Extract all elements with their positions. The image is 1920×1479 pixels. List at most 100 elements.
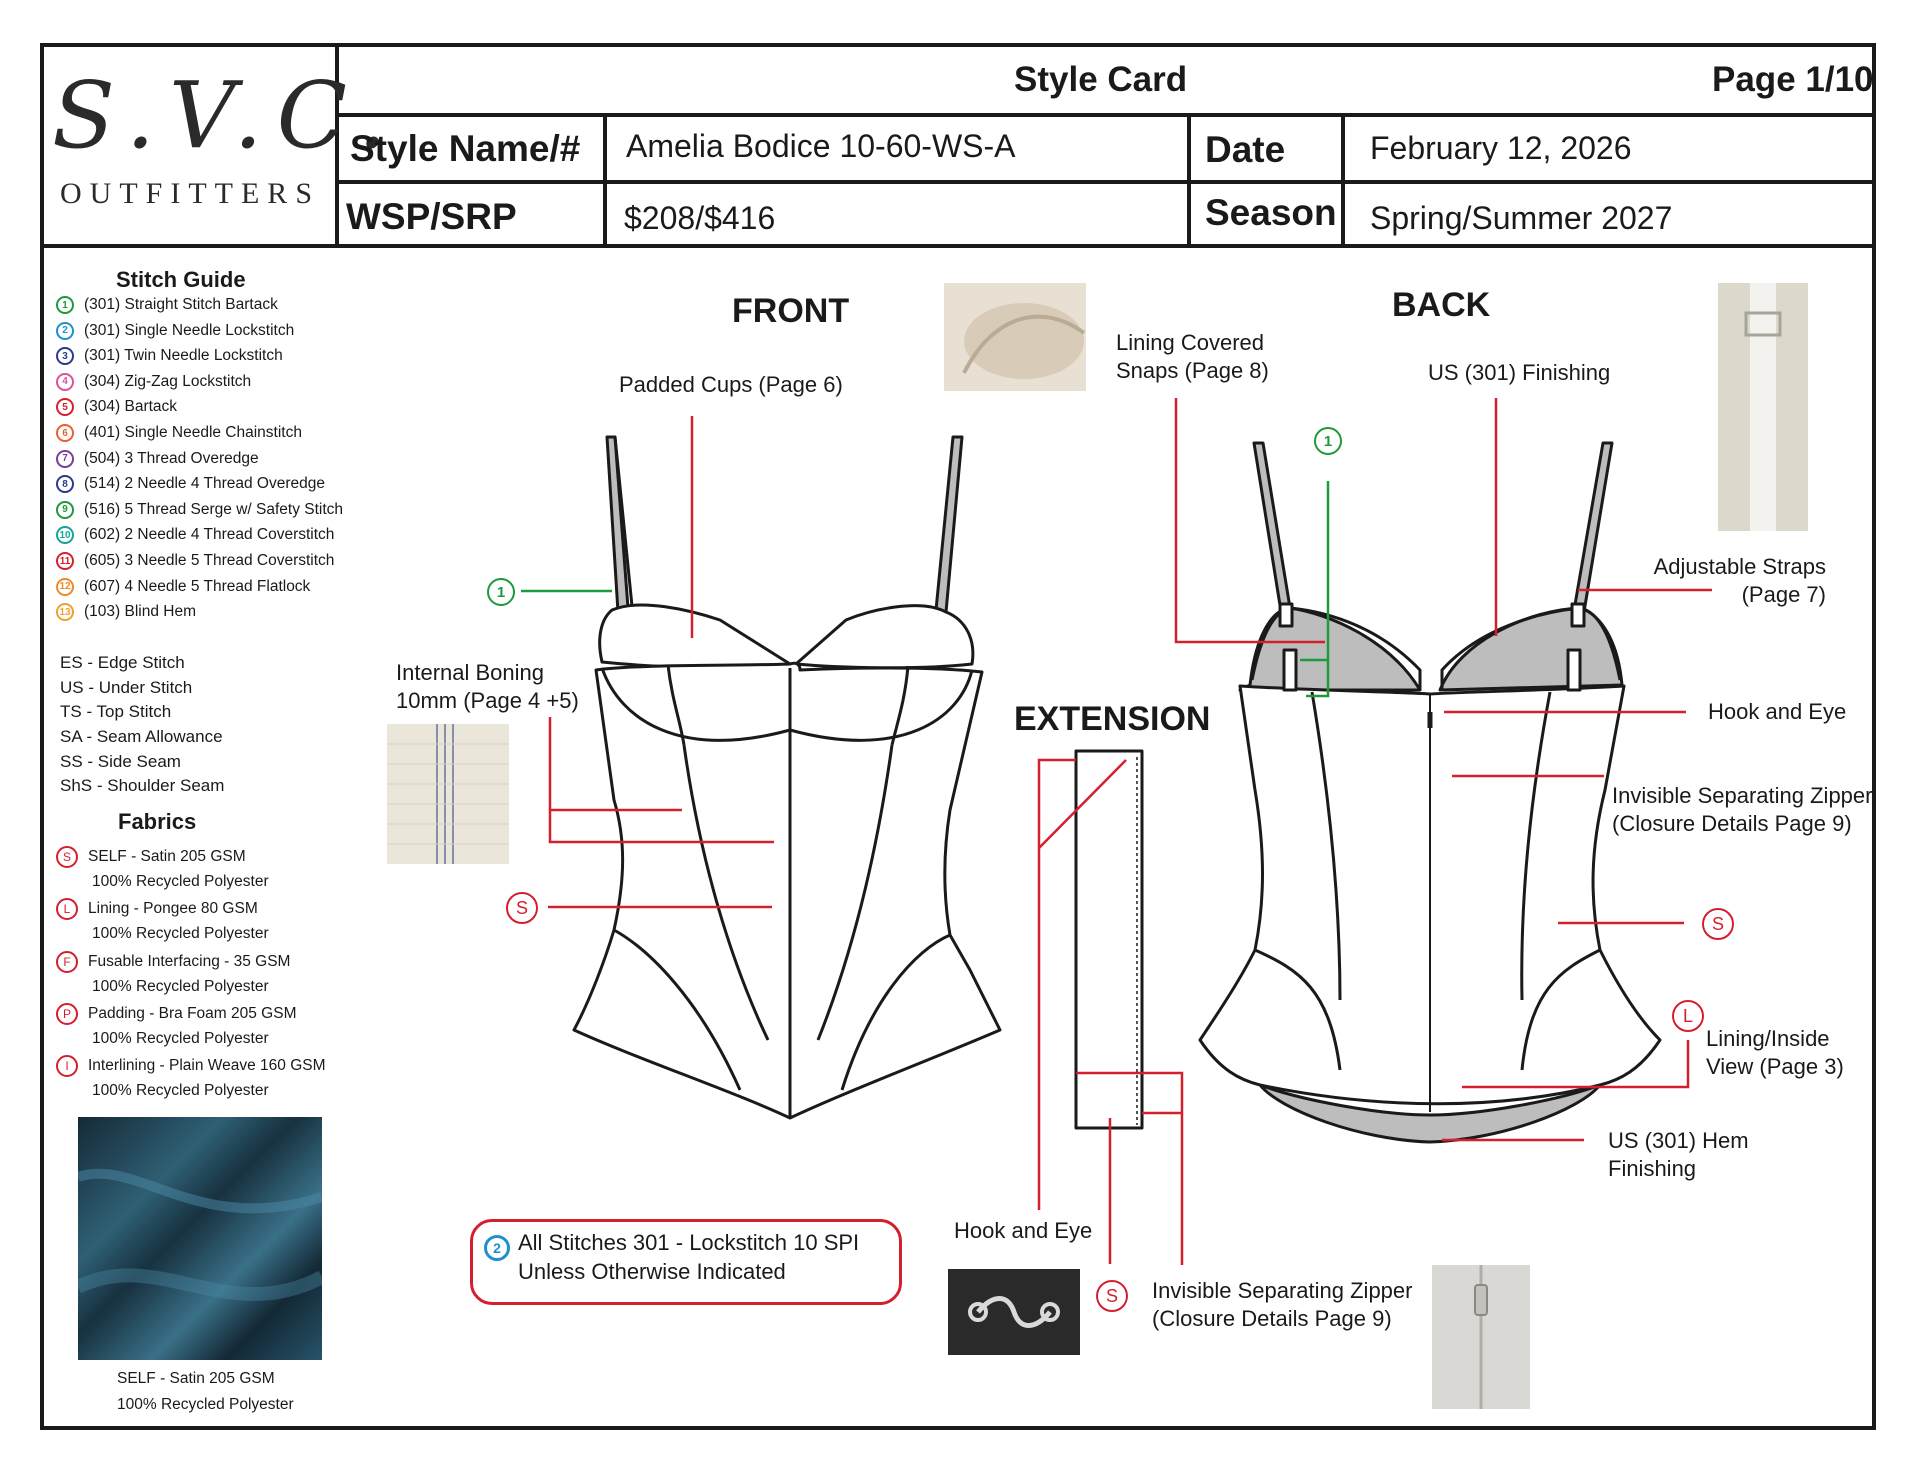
note-stitch-number: 2 [484,1235,510,1261]
price-value: $208/$416 [624,200,776,236]
price-label: WSP/SRP [346,196,517,237]
stitch-number-badge: 13 [56,603,74,622]
fabric-item: P Padding - Bra Foam 205 GSM [56,1002,297,1025]
lining-fabric-badge-back: L [1672,1000,1704,1032]
stitch-label: (605) 3 Needle 5 Thread Coverstitch [84,552,335,569]
callout-internal-boning-line2: 10mm (Page 4 +5) [396,688,579,713]
callout-lining-snaps-line1: Lining Covered [1116,330,1264,355]
fabric-content: 100% Recycled Polyester [92,1029,269,1047]
callout-adjustable-straps-line2: (Page 7) [1741,582,1826,607]
fabric-badge: L [56,898,78,921]
callout-padded-cups: Padded Cups (Page 6) [619,372,843,397]
abbr-es: ES - Edge Stitch [60,653,185,672]
stitch-number-badge: 7 [56,449,74,468]
page-title: Style Card [1014,60,1188,99]
stitch-number-badge: 4 [56,372,74,391]
header-bottom-line [40,244,1876,248]
stitch-label: (514) 2 Needle 4 Thread Overedge [84,475,325,493]
callout-zipper-back-line1: Invisible Separating Zipper [1612,783,1873,808]
satin-swatch-image [78,1117,322,1360]
fabrics-title: Fabrics [118,809,197,834]
abbr-ss: SS - Side Seam [60,752,181,771]
callout-adjustable-straps-line1: Adjustable Straps [1653,554,1826,579]
stitch-guide-title: Stitch Guide [116,267,246,292]
stitch-label: (504) 3 Thread Overedge [84,449,259,467]
bartack-badge-back: 1 [1314,427,1342,455]
swatch-caption-content: 100% Recycled Polyester [117,1396,294,1413]
stitch-label: (301) Straight Stitch Bartack [84,296,278,313]
stitch-guide-item: 2 (301) Single Needle Lockstitch [56,319,294,343]
adjustable-strap-photo [1718,283,1808,531]
self-fabric-badge-extension: S [1096,1280,1128,1312]
stitch-label: (607) 4 Needle 5 Thread Flatlock [84,577,311,595]
callout-us-finishing: US (301) Finishing [1428,360,1611,385]
stitch-label: (304) Bartack [84,398,178,416]
callout-zipper-back-line2: (Closure Details Page 9) [1612,811,1852,836]
stitch-note-line1: All Stitches 301 - Lockstitch 10 SPI [518,1230,860,1255]
fabric-badge: S [56,846,78,868]
fabric-content: 100% Recycled Polyester [92,873,269,890]
fabric-name: SELF - Satin 205 GSM [88,848,246,865]
stitch-number-badge: 2 [56,321,74,340]
fabric-item: F Fusable Interfacing - 35 GSM [56,950,291,973]
fabric-badge: I [56,1055,78,1078]
stitch-guide-item: 8 (514) 2 Needle 4 Thread Overedge [56,472,325,496]
stitch-number-badge: 10 [56,526,74,545]
stitch-label: (301) Single Needle Lockstitch [84,321,295,339]
stitch-note-line2: Unless Otherwise Indicated [518,1259,786,1284]
date-label-divider [1341,113,1345,248]
swatch-caption-name: SELF - Satin 205 GSM [117,1370,275,1387]
fabric-content: 100% Recycled Polyester [92,1082,269,1100]
stitch-guide-item: 13 (103) Blind Hem [56,600,196,624]
abbr-shs: ShS - Shoulder Seam [60,776,225,795]
date-value: February 12, 2026 [1370,130,1632,166]
stitch-label: (103) Blind Hem [84,603,196,621]
stitch-guide-item: 5 (304) Bartack [56,395,177,419]
stitch-label: (516) 5 Thread Serge w/ Safety Stitch [84,500,344,518]
title-row-line [335,113,1876,117]
callout-lining-view-line2: View (Page 3) [1706,1054,1844,1079]
hook-and-eye-photo [948,1269,1080,1355]
season-label: Season [1205,192,1337,233]
bartack-badge-front: 1 [487,578,515,606]
callout-hem-finishing-line1: US (301) Hem [1608,1128,1749,1153]
stitch-number-badge: 12 [56,577,74,596]
stitch-guide-item: 7 (504) 3 Thread Overedge [56,447,259,471]
abbr-sa: SA - Seam Allowance [60,727,223,746]
fabric-name: Interlining - Plain Weave 160 GSM [88,1057,326,1075]
fabric-name: Fusable Interfacing - 35 GSM [88,952,291,970]
self-fabric-badge-back: S [1702,908,1734,940]
stitch-guide-item: 11 (605) 3 Needle 5 Thread Coverstitch [56,549,334,573]
abbr-us: US - Under Stitch [60,678,193,697]
fabric-content: 100% Recycled Polyester [92,977,269,995]
callout-internal-boning-line1: Internal Boning [396,660,544,685]
extension-view-title: EXTENSION [1014,700,1211,738]
stitch-guide-item: 3(301) Twin Needle Lockstitch [56,344,283,368]
stitch-guide-item: 12 (607) 4 Needle 5 Thread Flatlock [56,575,310,599]
fabric-content: 100% Recycled Polyester [92,925,269,943]
stitch-note-box [470,1219,902,1305]
stitch-number-badge: 5 [56,398,74,417]
fabric-item: I Interlining - Plain Weave 160 GSM [56,1055,326,1078]
style-row-line [335,180,1876,184]
stitch-guide-item: 10(602) 2 Needle 4 Thread Coverstitch [56,523,334,547]
style-name-label: Style Name/# [350,128,581,169]
stitch-number-badge: 3 [56,347,74,366]
fabric-badge: P [56,1002,78,1025]
stitch-label: (304) Zig-Zag Lockstitch [84,372,252,390]
fabric-name: Padding - Bra Foam 205 GSM [88,1004,297,1022]
fabric-badge: F [56,950,78,973]
stitch-number-badge: 6 [56,424,74,442]
fabric-item: S SELF - Satin 205 GSM [56,846,246,868]
style-card-frame [40,43,1876,1430]
style-name-value: Amelia Bodice 10-60-WS-A [626,128,1016,164]
stitch-number-badge: 9 [56,500,74,519]
callout-hem-finishing-line2: Finishing [1608,1156,1697,1181]
boning-photo [387,724,509,864]
stitch-guide-item: 6(401) Single Needle Chainstitch [56,421,302,445]
callout-hook-eye-back: Hook and Eye [1708,699,1847,724]
stitch-number-badge: 11 [56,552,74,570]
stitch-number-badge: 8 [56,475,74,494]
stitch-guide-item: 1(301) Straight Stitch Bartack [56,293,278,317]
callout-lining-view-line1: Lining/Inside [1706,1026,1830,1051]
